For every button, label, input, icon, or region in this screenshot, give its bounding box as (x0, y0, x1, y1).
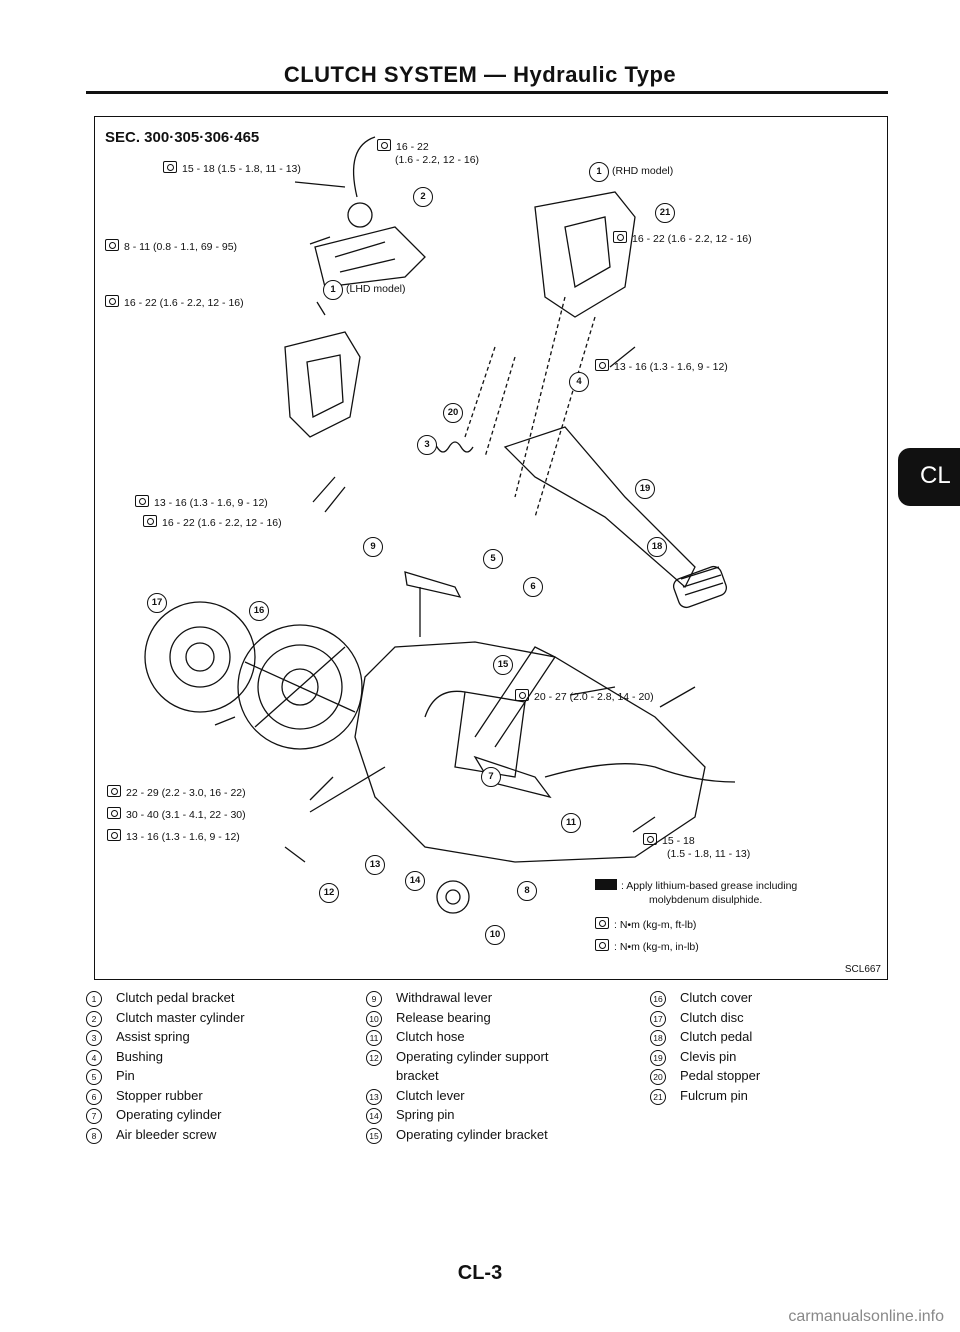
legend-torque-inlb: : N•m (kg-m, in-lb) (595, 939, 699, 953)
torque-label: 13 - 16 (1.3 - 1.6, 9 - 12) (107, 829, 240, 844)
section-number: SEC. 300·305·306·465 (105, 129, 260, 146)
torque-label: 30 - 40 (3.1 - 4.1, 22 - 30) (107, 807, 246, 822)
torque-label: 22 - 29 (2.2 - 3.0, 16 - 22) (107, 785, 246, 800)
callout-14: 14 (405, 871, 425, 891)
grease-icon (595, 879, 617, 890)
torque-wrench-icon (105, 295, 119, 307)
callout-13: 13 (365, 855, 385, 875)
torque-label: 16 - 22 (1.6 - 2.2, 12 - 16) (143, 515, 282, 530)
torque-wrench-icon (107, 807, 121, 819)
callout-18: 18 (647, 537, 667, 557)
torque-wrench-icon (613, 231, 627, 243)
torque-label: 20 - 27 (2.0 - 2.8, 14 - 20) (515, 689, 654, 704)
callout-21: 21 (655, 203, 675, 223)
torque-wrench-icon (595, 917, 609, 929)
torque-label: 16 - 22 (1.6 - 2.2, 12 - 16) (105, 295, 244, 310)
callout-17: 17 (147, 593, 167, 613)
callout-3: 3 (417, 435, 437, 455)
torque-wrench-in-icon (595, 939, 609, 951)
callout-19: 19 (635, 479, 655, 499)
list-item: bracket (396, 1068, 439, 1083)
callout-16: 16 (249, 601, 269, 621)
torque-wrench-icon (377, 139, 391, 151)
callout-5: 5 (483, 549, 503, 569)
torque-label: 15 - 18 (1.5 - 1.8, 11 - 13) (163, 161, 301, 176)
torque-wrench-icon (643, 833, 657, 845)
torque-wrench-icon (515, 689, 529, 701)
callout-6: 6 (523, 577, 543, 597)
torque-label-cont: (1.6 - 2.2, 12 - 16) (395, 154, 480, 166)
callout-15: 15 (493, 655, 513, 675)
callout-7: 7 (481, 767, 501, 787)
torque-label: 15 - 18 (643, 833, 695, 848)
callout-2: 2 (413, 187, 433, 207)
torque-wrench-icon (163, 161, 177, 173)
torque-label-cont: (1.5 - 1.8, 11 - 13) (667, 848, 751, 860)
variant-label-lhd: 1(LHD model) (323, 280, 406, 300)
callout-9: 9 (363, 537, 383, 557)
torque-label: 16 - 22 (1.6 - 2.2, 12 - 16) (613, 231, 752, 246)
callout-11: 11 (561, 813, 581, 833)
title-rule (86, 91, 888, 94)
page-title: CLUTCH SYSTEM — Hydraulic Type (283, 62, 677, 87)
legend-grease: : Apply lithium-based grease including (595, 879, 797, 892)
torque-wrench-icon (595, 359, 609, 371)
section-tab: CL (898, 448, 960, 506)
callout-8: 8 (517, 881, 537, 901)
callout-4: 4 (569, 372, 589, 392)
torque-wrench-icon (143, 515, 157, 527)
callout-12: 12 (319, 883, 339, 903)
legend-torque-ftlb: : N•m (kg-m, ft-lb) (595, 917, 696, 931)
watermark: carmanualsonline.info (788, 1308, 944, 1325)
torque-wrench-icon (107, 785, 121, 797)
exploded-diagram: SEC. 300·305·306·465 15 - 18 (1.5 - 1.8,… (94, 116, 888, 980)
diagram-drawing (144, 136, 736, 914)
callout-20: 20 (443, 403, 463, 423)
legend-grease-cont: molybdenum disulphide. (649, 894, 763, 906)
torque-label: 16 - 22 (377, 139, 429, 154)
torque-label: 13 - 16 (1.3 - 1.6, 9 - 12) (595, 359, 728, 374)
torque-label: 13 - 16 (1.3 - 1.6, 9 - 12) (135, 495, 268, 510)
figure-code: SCL667 (844, 964, 881, 975)
torque-label: 8 - 11 (0.8 - 1.1, 69 - 95) (105, 239, 237, 254)
torque-wrench-icon (105, 239, 119, 251)
variant-label-rhd: 1(RHD model) (589, 162, 673, 182)
torque-wrench-icon (107, 829, 121, 841)
page-number: CL-3 (457, 1262, 503, 1284)
torque-wrench-icon (135, 495, 149, 507)
callout-10: 10 (485, 925, 505, 945)
